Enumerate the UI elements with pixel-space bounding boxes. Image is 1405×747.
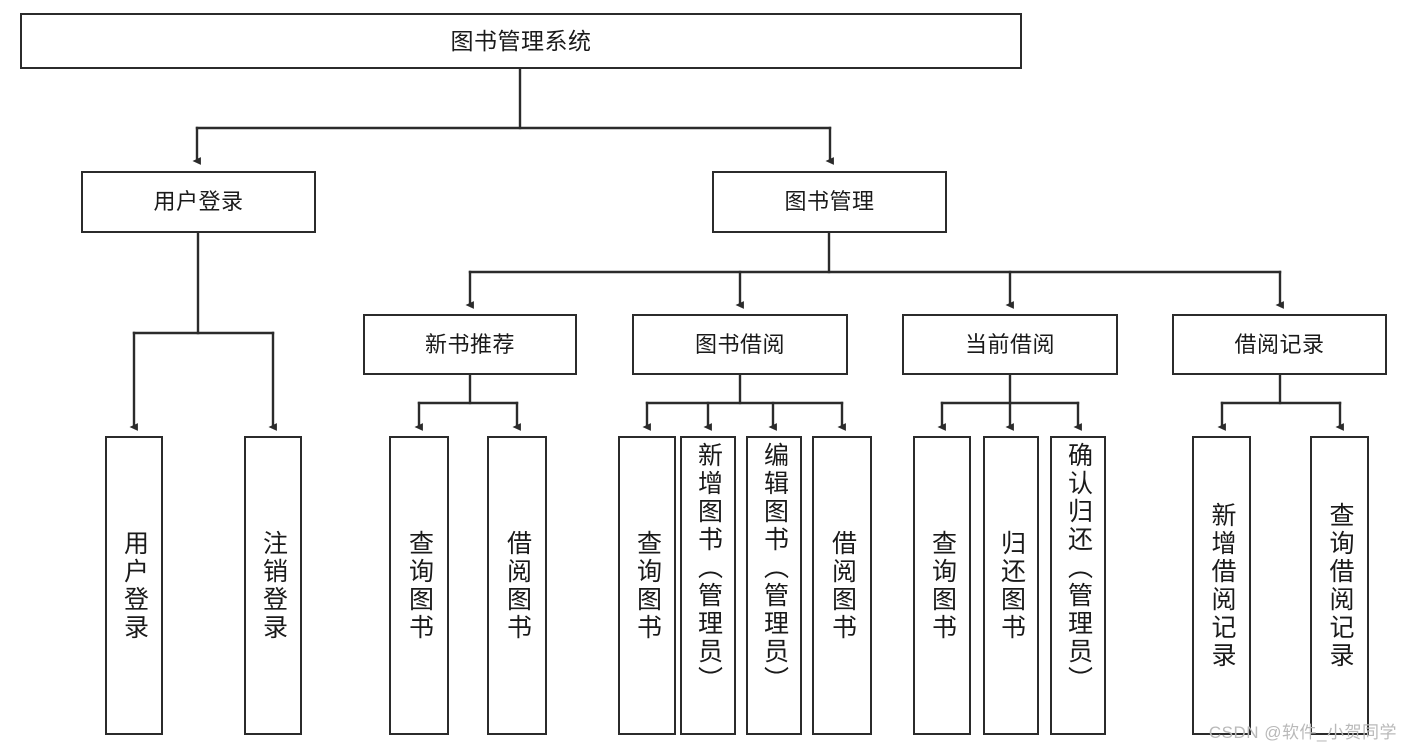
node-leaf-query-borrow-record[interactable]: 查询借阅记录 (1310, 436, 1369, 735)
node-leaf-query-borrow-record-label: 查询借阅记录 (1326, 501, 1354, 670)
node-leaf-edit-book-admin-label: 编辑图书（管理员） (760, 442, 789, 694)
node-leaf-user-login-label: 用户登录 (120, 529, 149, 642)
node-book-management-label: 图书管理 (784, 189, 875, 215)
node-leaf-query-book-2[interactable]: 查询图书 (618, 436, 676, 735)
node-leaf-add-borrow-record-label: 新增借阅记录 (1208, 501, 1236, 670)
node-leaf-confirm-return-admin-label: 确认归还（管理员） (1064, 442, 1093, 694)
node-leaf-query-book-3-label: 查询图书 (928, 529, 957, 642)
node-leaf-return-book-label: 归还图书 (997, 529, 1026, 642)
node-user-login-label: 用户登录 (153, 189, 244, 215)
node-leaf-query-book-3[interactable]: 查询图书 (913, 436, 971, 735)
node-user-login[interactable]: 用户登录 (81, 171, 316, 233)
node-book-borrow-label: 图书借阅 (694, 331, 785, 357)
node-borrow-record-label: 借阅记录 (1234, 331, 1325, 357)
node-current-borrow[interactable]: 当前借阅 (902, 314, 1118, 375)
csdn-watermark: CSDN @软件_小贺同学 (1208, 723, 1397, 742)
node-new-book-recommend-label: 新书推荐 (424, 331, 515, 357)
node-leaf-confirm-return-admin[interactable]: 确认归还（管理员） (1050, 436, 1106, 735)
node-leaf-edit-book-admin[interactable]: 编辑图书（管理员） (746, 436, 802, 735)
node-leaf-borrow-book-1-label: 借阅图书 (503, 529, 532, 642)
node-leaf-query-book-1-label: 查询图书 (405, 529, 434, 642)
node-leaf-query-book-2-label: 查询图书 (633, 529, 662, 642)
node-leaf-borrow-book-1[interactable]: 借阅图书 (487, 436, 547, 735)
node-leaf-user-login[interactable]: 用户登录 (105, 436, 163, 735)
node-book-borrow[interactable]: 图书借阅 (632, 314, 848, 375)
node-leaf-borrow-book-2-label: 借阅图书 (828, 529, 857, 642)
node-leaf-add-book-admin-label: 新增图书（管理员） (694, 442, 723, 694)
node-leaf-add-book-admin[interactable]: 新增图书（管理员） (680, 436, 736, 735)
node-leaf-return-book[interactable]: 归还图书 (983, 436, 1039, 735)
node-current-borrow-label: 当前借阅 (964, 331, 1055, 357)
node-root-label: 图书管理系统 (450, 27, 592, 54)
node-root[interactable]: 图书管理系统 (20, 13, 1022, 69)
node-book-management[interactable]: 图书管理 (712, 171, 947, 233)
node-leaf-add-borrow-record[interactable]: 新增借阅记录 (1192, 436, 1251, 735)
node-leaf-user-logout-label: 注销登录 (259, 529, 288, 642)
node-leaf-borrow-book-2[interactable]: 借阅图书 (812, 436, 872, 735)
node-leaf-query-book-1[interactable]: 查询图书 (389, 436, 449, 735)
node-borrow-record[interactable]: 借阅记录 (1172, 314, 1387, 375)
node-leaf-user-logout[interactable]: 注销登录 (244, 436, 302, 735)
node-new-book-recommend[interactable]: 新书推荐 (363, 314, 577, 375)
